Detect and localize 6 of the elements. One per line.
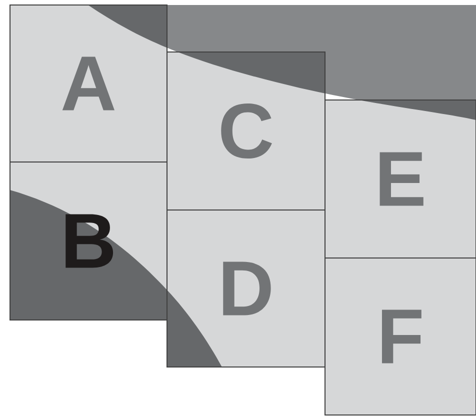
region-box: D [166,210,326,368]
region-box: E [324,100,476,258]
region-box: B [10,162,168,320]
region-box: A [10,4,168,162]
region-box: F [324,258,476,416]
region-box: C [166,52,326,210]
